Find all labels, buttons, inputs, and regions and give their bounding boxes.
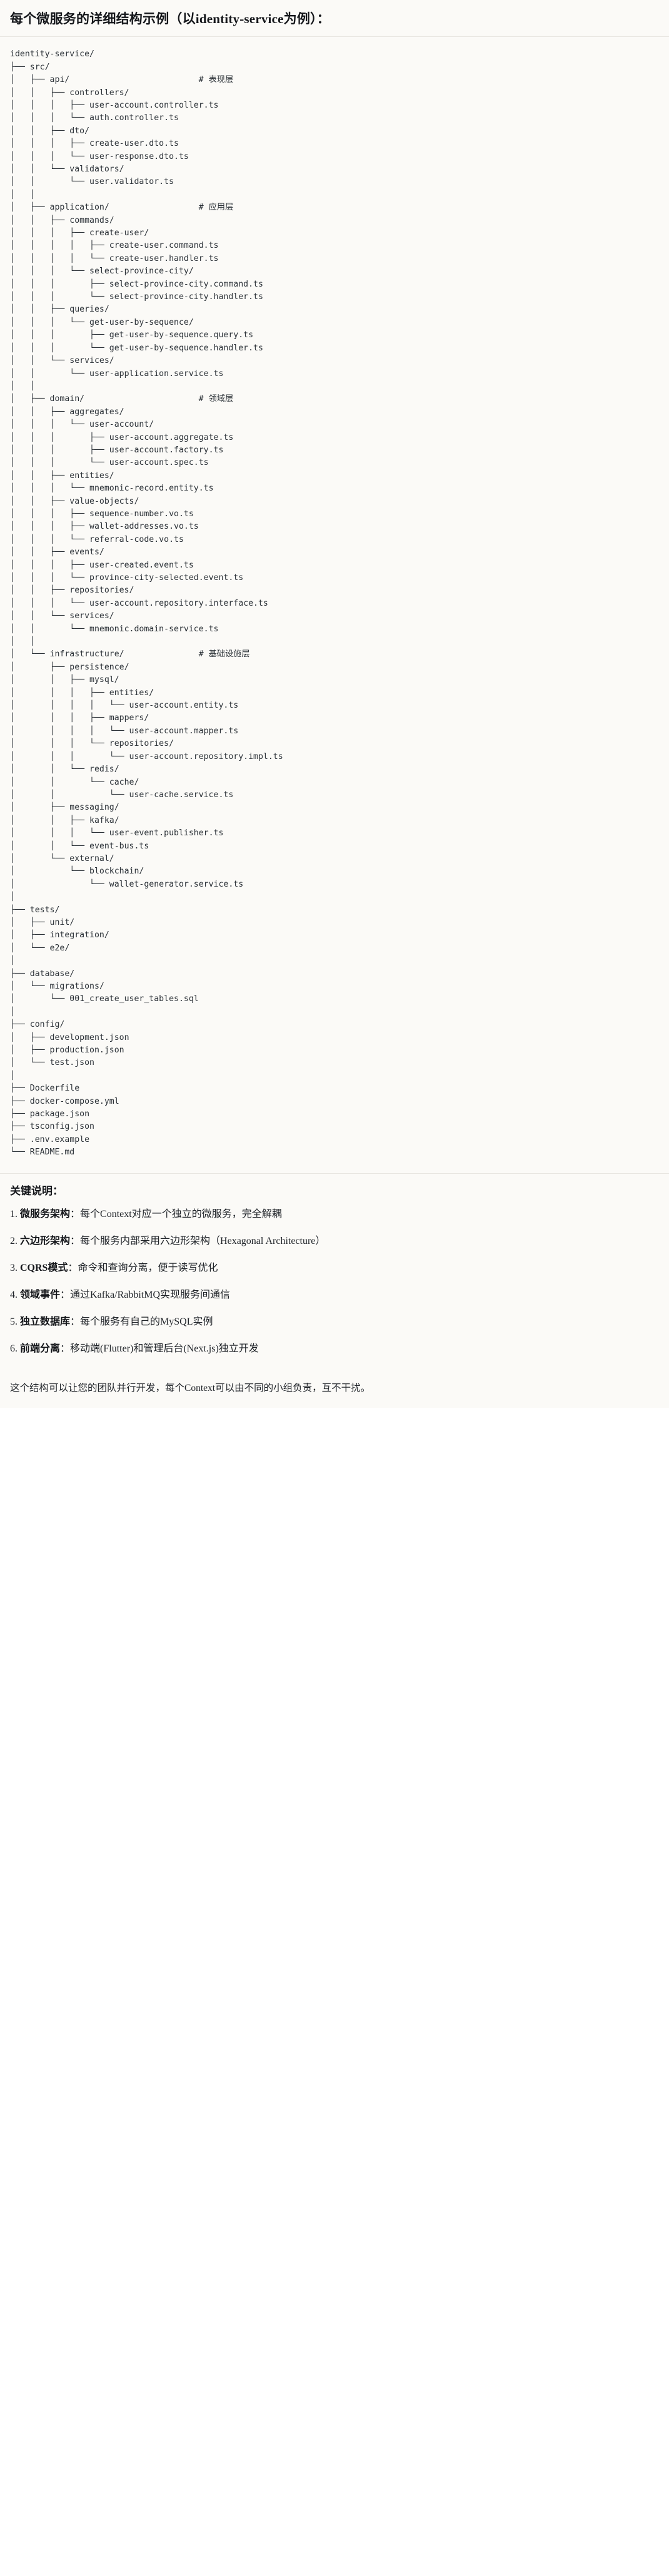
key-note-term: 前端分离 [20,1343,61,1355]
document-page: 每个微服务的详细结构示例（以identity-service为例）： ident… [0,0,669,1408]
key-note-term: 微服务架构 [20,1209,71,1220]
title-section: 每个微服务的详细结构示例（以identity-service为例）： [0,0,669,38]
key-note-item: CQRS模式：命令和查询分离，便于读写优化 [10,1261,659,1276]
key-note-description: 移动端(Flutter)和管理后台(Next.js)独立开发 [70,1343,259,1355]
key-notes-section: 关键说明： 微服务架构：每个Context对应一个独立的微服务，完全解耦六边形架… [0,1173,669,1375]
key-note-term: 领域事件 [20,1290,61,1301]
key-note-description: 每个服务内部采用六边形架构（Hexagonal Architecture） [80,1236,326,1247]
key-note-item: 领域事件：通过Kafka/RabbitMQ实现服务间通信 [10,1288,659,1303]
key-note-item: 独立数据库：每个服务有自己的MySQL实例 [10,1315,659,1330]
key-note-item: 微服务架构：每个Context对应一个独立的微服务，完全解耦 [10,1207,659,1222]
key-note-separator: ： [60,1290,71,1301]
key-note-term: 独立数据库 [20,1316,71,1328]
directory-tree: identity-service/ ├── src/ │ ├── api/ # … [10,49,283,1158]
page-title: 每个微服务的详细结构示例（以identity-service为例）： [10,11,330,26]
key-notes-list: 微服务架构：每个Context对应一个独立的微服务，完全解耦六边形架构：每个服务… [10,1207,659,1357]
key-note-description: 通过Kafka/RabbitMQ实现服务间通信 [70,1290,231,1301]
key-note-separator: ： [70,1209,81,1220]
key-note-separator: ： [68,1263,78,1274]
footer-note: 这个结构可以让您的团队并行开发，每个Context可以由不同的小组负责，互不干扰… [10,1383,371,1394]
key-note-item: 前端分离：移动端(Flutter)和管理后台(Next.js)独立开发 [10,1341,659,1357]
key-note-description: 每个Context对应一个独立的微服务，完全解耦 [80,1209,282,1220]
key-note-item: 六边形架构：每个服务内部采用六边形架构（Hexagonal Architectu… [10,1234,659,1249]
key-note-description: 每个服务有自己的MySQL实例 [80,1316,213,1328]
footer-section: 这个结构可以让您的团队并行开发，每个Context可以由不同的小组负责，互不干扰… [0,1375,669,1408]
key-notes-heading: 关键说明： [10,1184,63,1197]
key-note-term: 六边形架构 [20,1236,71,1247]
key-note-separator: ： [70,1236,81,1247]
key-note-separator: ： [70,1316,81,1328]
key-note-description: 命令和查询分离，便于读写优化 [78,1263,218,1274]
key-note-term: CQRS模式 [20,1263,68,1274]
key-note-separator: ： [60,1343,71,1355]
directory-tree-section: identity-service/ ├── src/ │ ├── api/ # … [0,37,669,1174]
